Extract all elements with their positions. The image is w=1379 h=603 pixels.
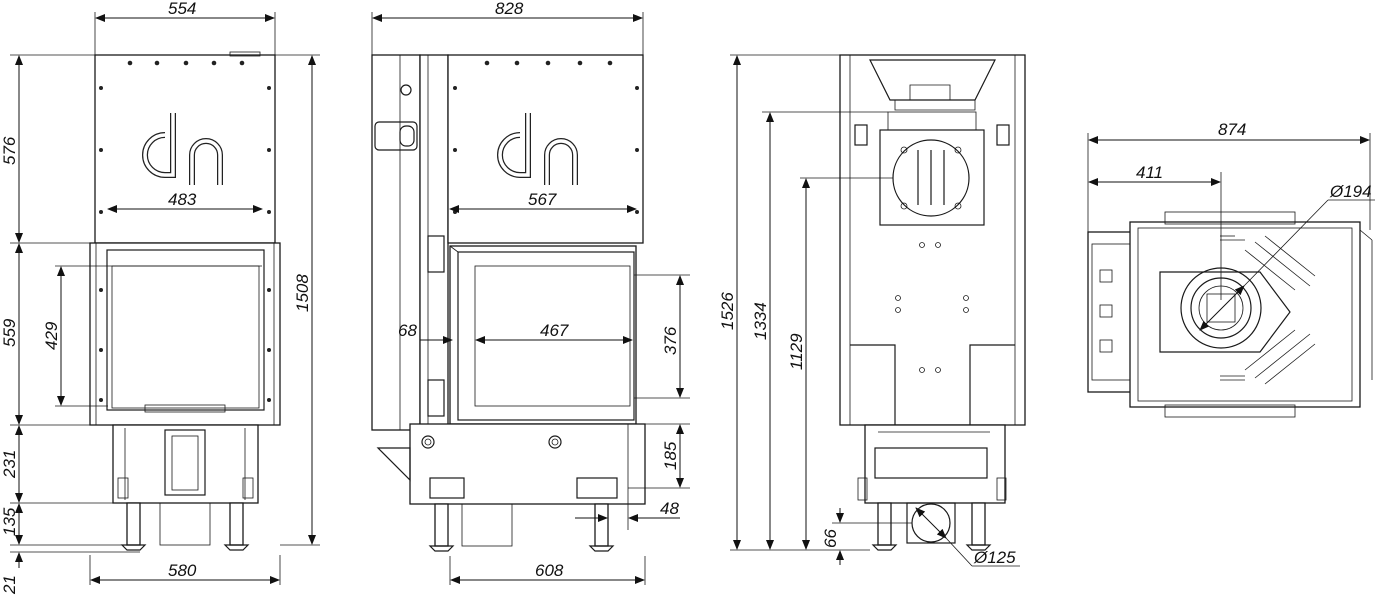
side-glass-offset-label: 68 [398, 321, 417, 340]
brand-logo-icon [142, 113, 223, 185]
front-width-bottom-label: 580 [168, 561, 197, 580]
side-width-inner-label: 567 [528, 190, 557, 209]
side-glass-width-label: 467 [540, 321, 569, 340]
front-height-legs-label: 135 [0, 507, 19, 536]
rear-height-outlet-center-label: 1129 [787, 333, 806, 370]
front-height-top-label: 576 [0, 136, 19, 165]
top-outlet-diameter-label: Ø194 [1329, 182, 1372, 201]
side-base [409, 423, 646, 505]
side-width-bottom-label: 608 [535, 561, 564, 580]
front-dimensions: 554 483 580 576 559 231 135 21 429 1508 [0, 0, 320, 595]
front-width-top-label: 554 [168, 0, 196, 18]
front-opening-height-label: 429 [42, 321, 61, 350]
rear-height-outlet-label: 1334 [751, 302, 770, 340]
front-firebox [89, 242, 281, 426]
front-height-mid-label: 559 [0, 318, 19, 347]
front-height-foot-label: 21 [0, 575, 19, 595]
rear-body [839, 54, 1026, 426]
side-base-height-label: 185 [661, 441, 680, 470]
front-view [89, 51, 281, 551]
side-dimensions: 828 567 467 68 376 185 48 608 [371, 0, 690, 585]
front-height-low-label: 231 [0, 450, 19, 479]
side-glass-height-label: 376 [661, 326, 680, 355]
rear-dimensions: 1526 1334 1129 66 Ø125 [718, 54, 1020, 567]
side-rear-column [371, 54, 421, 431]
rear-height-total-label: 1526 [718, 292, 737, 330]
top-dimensions: 874 411 Ø194 [1087, 120, 1375, 331]
side-width-top-label: 828 [495, 0, 524, 18]
side-logo-icon [497, 113, 578, 185]
top-width-total-label: 874 [1218, 120, 1246, 139]
rear-air-inlet-height-label: 66 [821, 529, 840, 548]
side-view [371, 54, 646, 552]
top-view [1087, 211, 1373, 418]
rear-air-inlet-diameter-label: Ø125 [973, 548, 1016, 567]
side-leg-offset-label: 48 [660, 499, 679, 518]
top-body [1129, 221, 1361, 408]
front-top-housing [94, 54, 276, 244]
front-width-inner-label: 483 [168, 190, 197, 209]
front-height-total-label: 1508 [293, 274, 312, 312]
side-glass-panel [449, 245, 637, 425]
rear-view [839, 54, 1026, 551]
front-base [112, 424, 259, 504]
top-outlet-offset-label: 411 [1136, 163, 1163, 182]
